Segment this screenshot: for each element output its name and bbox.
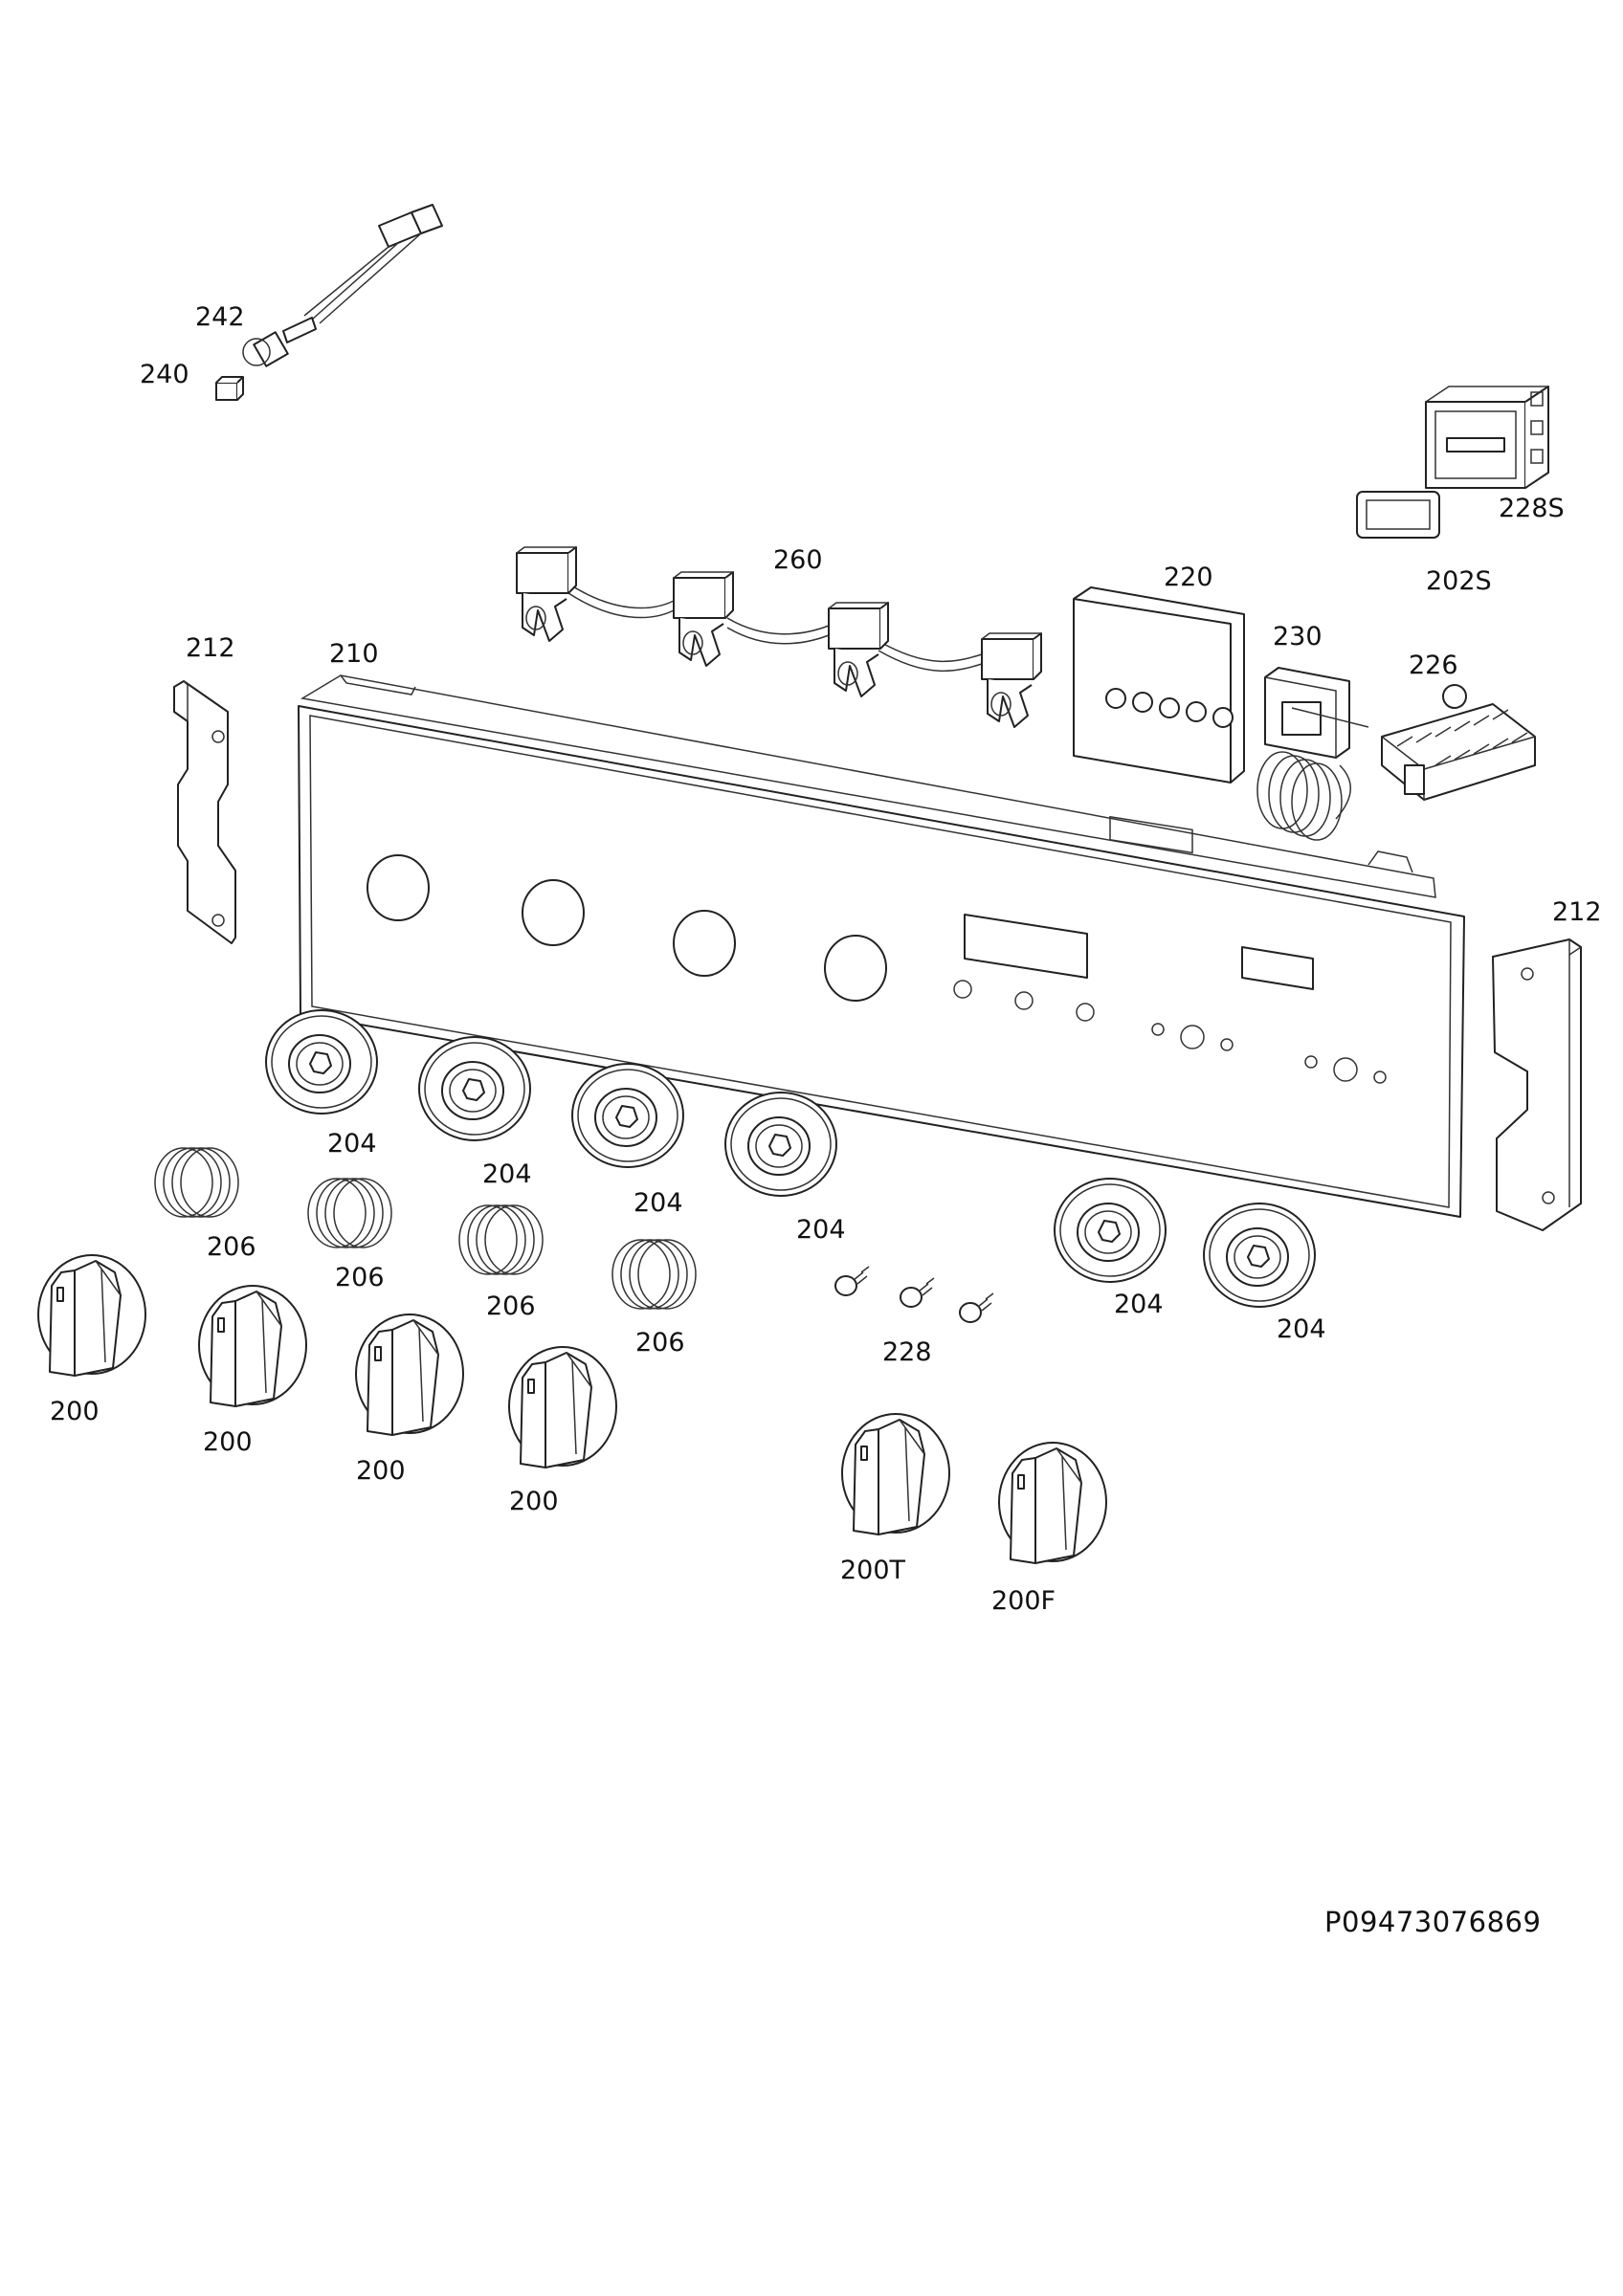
- label-204: 204: [482, 1159, 532, 1189]
- label-240: 240: [140, 360, 189, 389]
- part-labels: 242 240 228S 260 220 202S 212 210 230 22…: [50, 302, 1602, 1616]
- label-206: 206: [635, 1328, 685, 1358]
- label-220: 220: [1164, 563, 1213, 592]
- bracket-212-left: [173, 680, 236, 944]
- label-206: 206: [335, 1263, 385, 1292]
- label-200: 200: [50, 1397, 100, 1426]
- label-210: 210: [329, 639, 379, 669]
- label-200: 200: [509, 1487, 559, 1516]
- frame-202s: [1356, 491, 1440, 539]
- screw-group-228: [834, 1266, 994, 1323]
- selector-switch-226: [1381, 684, 1536, 801]
- cable-harness-242: [242, 204, 443, 367]
- label-230: 230: [1273, 622, 1323, 651]
- label-212-left: 212: [186, 633, 235, 663]
- label-212-right: 212: [1552, 897, 1602, 927]
- label-200t: 200T: [840, 1556, 906, 1585]
- label-200f: 200F: [991, 1586, 1056, 1616]
- thermostat-230: [1256, 667, 1369, 841]
- label-202s: 202S: [1426, 566, 1492, 596]
- label-204: 204: [634, 1188, 683, 1218]
- bracket-212-right: [1492, 938, 1582, 1231]
- label-206: 206: [486, 1292, 536, 1321]
- label-242: 242: [195, 302, 245, 332]
- label-204: 204: [796, 1215, 846, 1245]
- label-226: 226: [1409, 651, 1458, 680]
- spring-group-206: [154, 1147, 697, 1310]
- timer-module-220: [1073, 586, 1245, 854]
- label-228: 228: [882, 1337, 932, 1367]
- drawing-code: P09473076869: [1324, 1906, 1542, 1938]
- label-206: 206: [207, 1232, 256, 1262]
- switch-assembly-260: [516, 546, 1042, 728]
- lamp-holder-240: [215, 376, 244, 401]
- label-204: 204: [1277, 1314, 1326, 1344]
- label-204: 204: [327, 1129, 377, 1159]
- label-200: 200: [203, 1427, 253, 1457]
- knob-group-200: [37, 1254, 1107, 1564]
- label-260: 260: [773, 545, 823, 575]
- control-panel-210: [298, 674, 1465, 1218]
- label-228s: 228S: [1499, 494, 1565, 523]
- label-204: 204: [1114, 1290, 1164, 1319]
- label-200: 200: [356, 1456, 406, 1486]
- switch-module-228s: [1425, 386, 1549, 489]
